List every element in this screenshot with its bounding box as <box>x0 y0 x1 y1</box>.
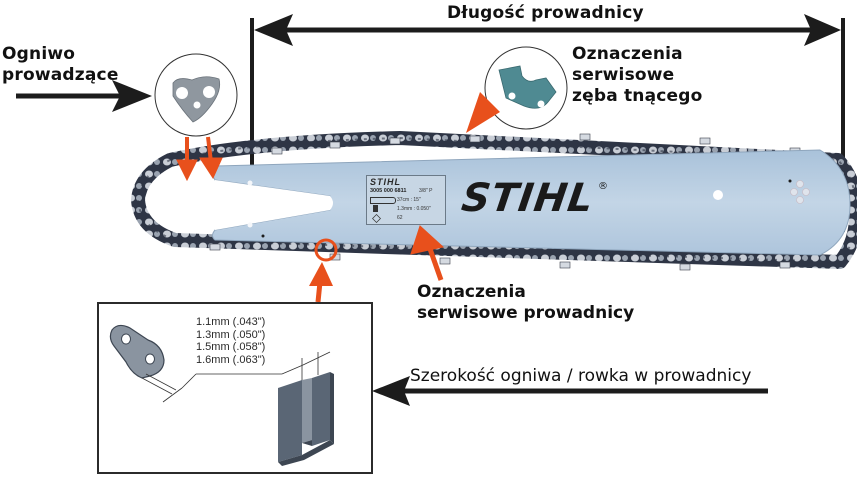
bar-marks-label-line2: serwisowe prowadnicy <box>417 303 635 323</box>
drive-link-count-icon <box>372 214 381 223</box>
plate-pitch: 3/8" P <box>419 188 433 194</box>
gauge-options-list: 1.1mm (.043") 1.3mm (.050") 1.5mm (.058"… <box>196 316 265 366</box>
drive-link-orange-arrows <box>176 136 223 182</box>
gauge-label: Szerokość ogniwa / rowka w prowadnicy <box>410 366 752 386</box>
gauge-pointer-arrow <box>372 376 768 406</box>
gauge-option: 1.5mm (.058") <box>196 341 266 353</box>
plate-part-number: 3005 000 6811 <box>370 188 407 194</box>
cutter-marks-label-line1: Oznaczenia <box>572 44 683 64</box>
plate-drive-links: 62 <box>397 215 403 221</box>
drive-link-magnifier <box>154 53 238 137</box>
bar-brand-logo: STIHL <box>458 176 597 221</box>
cutter-tooth-magnifier <box>484 46 568 130</box>
plate-brand: STIHL <box>370 177 401 187</box>
bar-length-title: Długość prowadnicy <box>447 3 644 23</box>
gauge-option: 1.6mm (.063") <box>196 353 266 366</box>
cutter-marks-label-line3: zęba tnącego <box>572 86 703 106</box>
plate-gauge: 1.3mm : 0.050" <box>397 206 431 212</box>
gauge-option: 1.3mm (.050") <box>196 328 266 341</box>
plate-length: 37cm : 15" <box>397 197 421 203</box>
saw-chain <box>131 131 857 271</box>
drive-link-label-line1: Ogniwo <box>2 44 76 64</box>
drive-link-pointer-arrow <box>16 80 152 112</box>
gauge-icon <box>373 205 378 212</box>
bar-marks-label: Oznaczenia serwisowe prowadnicy <box>417 282 634 324</box>
cutter-tooth-orange-arrow <box>466 92 500 133</box>
drive-link-label-line2: prowadzące <box>2 65 119 85</box>
registered-mark: ® <box>598 181 608 192</box>
drive-link-label: Ogniwo prowadzące <box>2 44 119 86</box>
cutter-marks-label: Oznaczenia serwisowe zęba tnącego <box>572 44 703 107</box>
gauge-option: 1.1mm (.043") <box>196 316 266 328</box>
cutter-marks-label-line2: serwisowe <box>572 65 675 85</box>
bar-marks-orange-arrow <box>410 225 445 281</box>
bar-service-plate: STIHL 3005 000 6811 3/8" P 37cm : 15" 1.… <box>366 175 446 225</box>
bar-length-icon <box>370 197 396 204</box>
sprocket-rivets-icon <box>790 180 810 204</box>
groove-highlight <box>309 238 338 303</box>
bar-marks-label-line1: Oznaczenia <box>417 282 526 302</box>
